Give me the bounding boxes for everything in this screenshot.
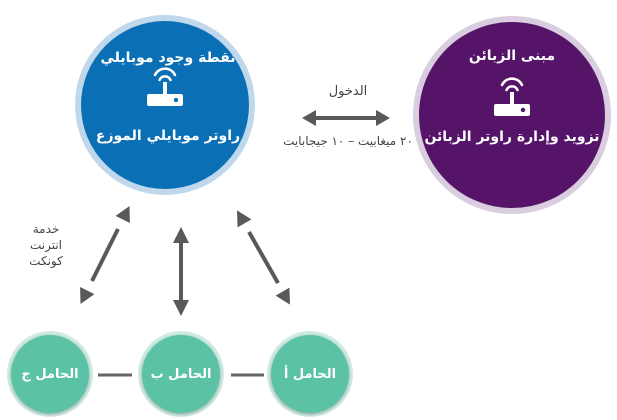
carrier-b-circle — [142, 335, 220, 413]
arrow-line — [247, 231, 280, 284]
carrier-a-circle — [271, 335, 349, 413]
service-label: خدمة انترنت كونكت — [29, 222, 63, 269]
carrier-b-label: الحامل ب — [151, 367, 212, 382]
arrowhead-down-icon — [80, 286, 95, 304]
arrowhead-up-icon — [173, 227, 189, 243]
arrowhead-left-icon — [302, 110, 316, 126]
carrier-link-a — [237, 210, 290, 305]
service-line-3: كونكت — [29, 254, 63, 269]
carrier-c-node: الحامل ج — [7, 331, 93, 417]
service-line-1: خدمة — [33, 222, 60, 236]
carrier-link-c — [80, 206, 130, 304]
mobile-hotspot-subtitle: راوتر موبايلي الموزع — [96, 128, 240, 144]
carrier-b-node: الحامل ب — [138, 331, 224, 417]
mobile-hotspot-title: نقطة وجود موبايلي — [100, 50, 235, 66]
service-line-2: انترنت — [30, 238, 62, 253]
access-label: الدخول — [329, 84, 368, 99]
customer-building-title: مبنى الزبائن — [469, 48, 555, 64]
arrowhead-up-icon — [237, 210, 252, 228]
arrowhead-up-icon — [115, 206, 130, 224]
carrier-c-label: الحامل ج — [21, 367, 78, 382]
carrier-c-circle — [11, 335, 89, 413]
arrowhead-down-icon — [173, 300, 189, 316]
access-speed: ٢٠ ميغابيت – ١٠ جيجابايت — [283, 134, 413, 148]
customer-building-node: مبنى الزبائن تزويد وإدارة راوتر الزبائن — [413, 16, 611, 214]
carrier-link-b — [173, 227, 189, 316]
access-link: الدخول ٢٠ ميغابيت – ١٠ جيجابايت — [283, 84, 413, 148]
carrier-a-label: الحامل أ — [284, 365, 336, 382]
customer-building-subtitle: تزويد وإدارة راوتر الزبائن — [424, 129, 599, 145]
arrowhead-right-icon — [376, 110, 390, 126]
mobile-hotspot-node: نقطة وجود موبايلي راوتر موبايلي الموزع — [75, 15, 255, 195]
arrowhead-down-icon — [275, 287, 290, 305]
router-icon — [147, 67, 183, 106]
carrier-a-node: الحامل أ — [267, 331, 353, 417]
arrow-line — [90, 228, 120, 282]
router-icon — [494, 77, 530, 116]
